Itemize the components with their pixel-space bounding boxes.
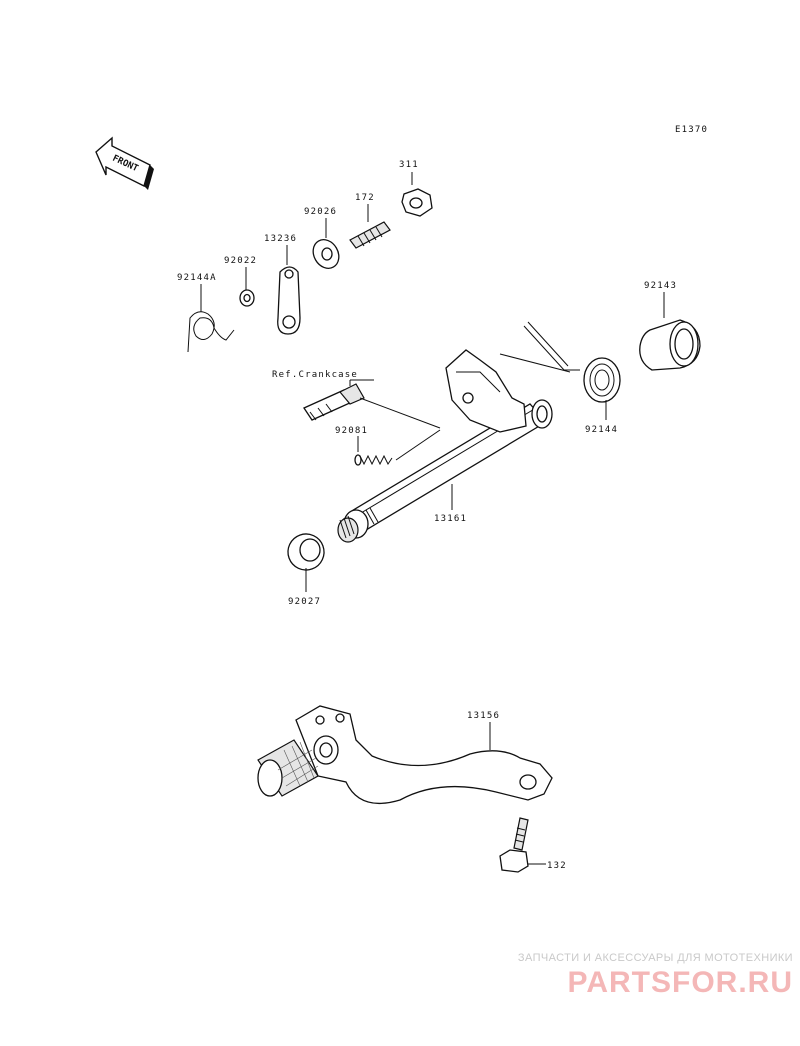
label-92144: 92144 [585,425,618,435]
label-92081: 92081 [335,426,368,436]
label-132: 132 [547,861,567,871]
label-172: 172 [355,193,375,203]
washer-92022 [239,267,255,307]
shift-pedal-13156 [257,705,553,804]
label-13236: 13236 [264,234,297,244]
diagram-code: E1370 [675,125,708,135]
label-92144a: 92144A [177,273,217,283]
front-arrow-icon: FRONT [95,136,154,190]
seal-92027 [287,533,325,592]
label-13156: 13156 [467,711,500,721]
collar-92143 [639,292,701,371]
washer-92026 [312,218,340,269]
nut-311 [401,172,433,217]
spring-92144 [499,321,621,420]
label-92143: 92143 [644,281,677,291]
spring-92144a [187,284,235,353]
label-92022: 92022 [224,256,257,266]
label-92027: 92027 [288,597,321,607]
stud-172 [349,204,391,249]
label-92026: 92026 [304,207,337,217]
shift-shaft-13161 [337,349,553,543]
label-13161: 13161 [434,514,467,524]
crankcase-bolt [303,379,441,429]
spring-92081 [354,429,441,466]
watermark-logo: PARTSFOR.RU [567,966,793,999]
lever-13236 [277,245,301,335]
ref-crankcase-label: Ref.Crankcase [272,370,358,380]
label-311: 311 [399,160,419,170]
bolt-132 [499,817,546,873]
watermark-tagline: ЗАПЧАСТИ И АКСЕССУАРЫ ДЛЯ МОТОТЕХНИКИ [517,952,793,964]
